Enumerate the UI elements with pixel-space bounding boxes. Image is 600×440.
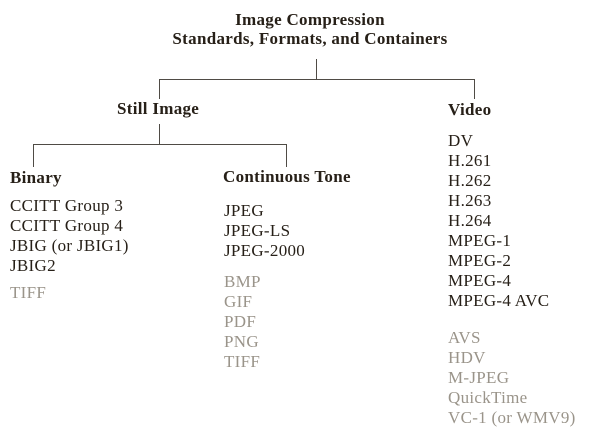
diagram-title: Image Compression Standards, Formats, an… <box>20 10 600 48</box>
list-item: MPEG-1 <box>448 231 512 250</box>
list-item: AVS <box>448 328 481 347</box>
list-item: CCITT Group 4 <box>10 216 124 235</box>
continuous-tone-standards-list: JPEG JPEG-LS JPEG-2000 <box>224 201 305 261</box>
connector-mid-horizontal-line <box>33 144 287 145</box>
list-item: GIF <box>224 292 253 311</box>
list-item: JPEG <box>224 201 264 220</box>
connector-title-trunk-line <box>316 59 317 79</box>
list-item: MPEG-2 <box>448 251 512 270</box>
list-item: JBIG (or JBIG1) <box>10 236 129 255</box>
connector-still-image-stub-line <box>159 80 160 99</box>
list-item: PDF <box>224 312 257 331</box>
list-item: QuickTime <box>448 388 528 407</box>
branch-label-binary: Binary <box>10 168 62 187</box>
video-formats-list: AVS HDV M-JPEG QuickTime VC-1 (or WMV9) <box>448 328 576 428</box>
list-item: VC-1 (or WMV9) <box>448 408 576 427</box>
list-item: JPEG-LS <box>224 221 291 240</box>
connector-continuous-tone-stub-line <box>286 145 287 167</box>
list-item: CCITT Group 3 <box>10 196 124 215</box>
list-item: MPEG-4 <box>448 271 512 290</box>
list-item: TIFF <box>10 283 47 302</box>
continuous-tone-formats-list: BMP GIF PDF PNG TIFF <box>224 272 261 372</box>
list-item: MPEG-4 AVC <box>448 291 550 310</box>
list-item: H.262 <box>448 171 492 190</box>
connector-top-horizontal-line <box>159 79 475 80</box>
list-item: JBIG2 <box>10 256 56 275</box>
list-item: TIFF <box>224 352 261 371</box>
list-item: H.261 <box>448 151 492 170</box>
binary-formats-list: TIFF <box>10 283 46 303</box>
title-line-1: Image Compression <box>235 10 385 29</box>
branch-label-video: Video <box>448 100 492 119</box>
branch-label-continuous-tone: Continuous Tone <box>223 167 351 186</box>
list-item: JPEG-2000 <box>224 241 306 260</box>
connector-binary-stub-line <box>33 145 34 167</box>
branch-label-still-image: Still Image <box>117 99 200 118</box>
list-item: BMP <box>224 272 261 291</box>
list-item: M-JPEG <box>448 368 510 387</box>
list-item: HDV <box>448 348 486 367</box>
connector-still-image-trunk-line <box>159 124 160 144</box>
list-item: PNG <box>224 332 259 351</box>
binary-standards-list: CCITT Group 3 CCITT Group 4 JBIG (or JBI… <box>10 196 129 276</box>
connector-video-stub-line <box>474 80 475 99</box>
list-item: DV <box>448 131 474 150</box>
list-item: H.263 <box>448 191 492 210</box>
list-item: H.264 <box>448 211 492 230</box>
video-standards-list: DV H.261 H.262 H.263 H.264 MPEG-1 MPEG-2… <box>448 131 549 311</box>
title-line-2: Standards, Formats, and Containers <box>172 29 448 48</box>
